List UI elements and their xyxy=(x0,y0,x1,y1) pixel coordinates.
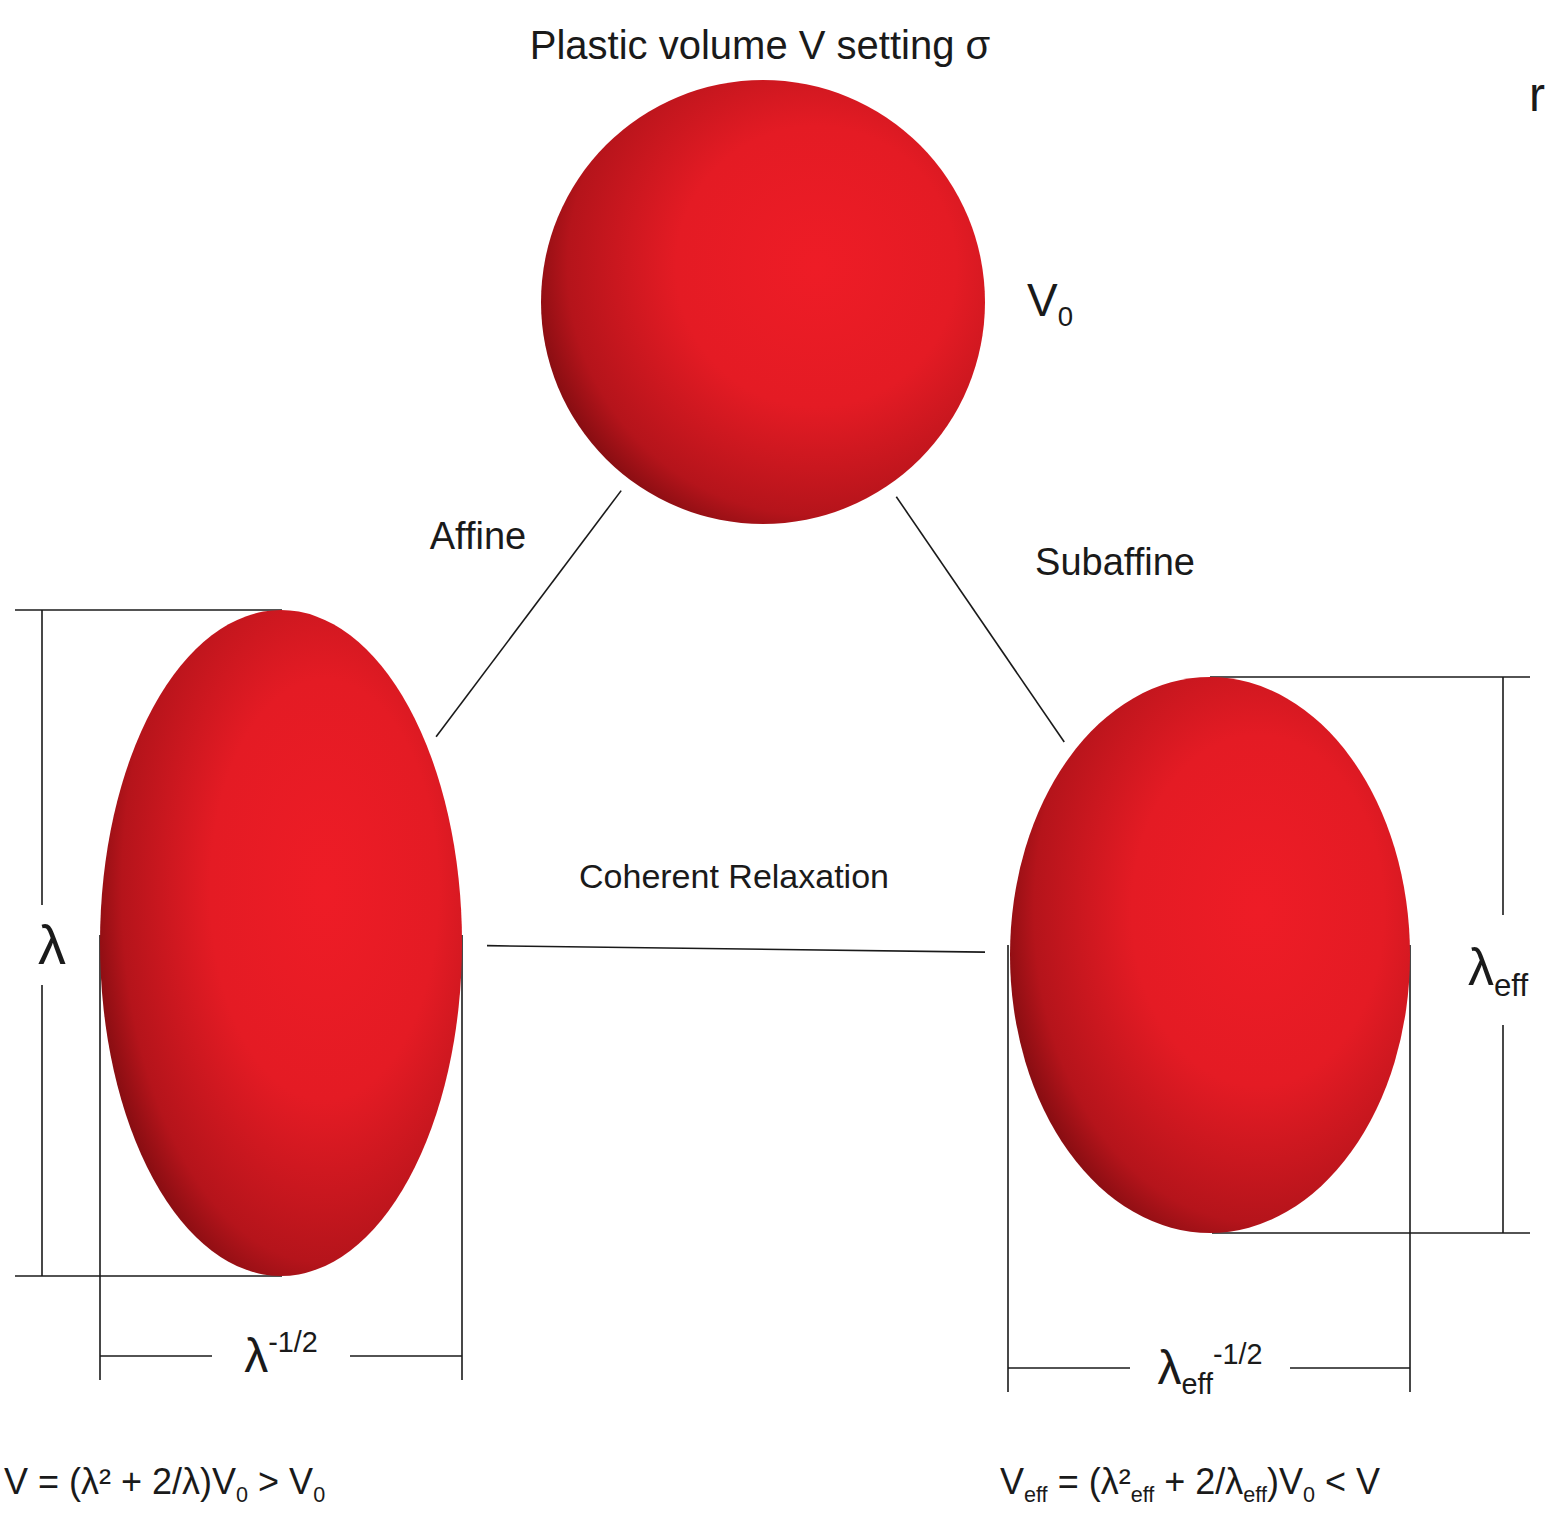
affine-ellipsoid-node: λλ-1/2 xyxy=(100,610,462,1276)
edge-label: Coherent Relaxation xyxy=(579,857,889,896)
volume-formula: V = (λ² + 2/λ)V0 > V0 xyxy=(4,1461,325,1502)
edge-label: Subaffine xyxy=(1035,541,1195,585)
ellipsoid-outline xyxy=(100,610,462,1276)
relation-line xyxy=(896,497,1064,742)
length-dimension: λeff xyxy=(1468,938,1528,998)
volume-formula: Veff = (λ²eff + 2/λeff)V0 < V xyxy=(1000,1461,1380,1502)
edge-label: Affine xyxy=(430,515,526,559)
ellipsoid-outline xyxy=(541,80,985,524)
ellipsoid-body xyxy=(1010,677,1410,1233)
width-dimension: λeff-1/2 xyxy=(1157,1340,1262,1395)
relation-line xyxy=(487,946,985,952)
sphere-node: V0 xyxy=(541,80,985,524)
volume-label: V0 xyxy=(1027,274,1073,327)
dimension-marks xyxy=(15,610,1530,1392)
subaffine-ellipsoid-node: λeffλeff-1/2 xyxy=(1010,677,1410,1233)
width-dimension: λ-1/2 xyxy=(244,1328,318,1383)
diagram-title: Plastic volume V setting σ xyxy=(530,22,990,68)
ellipsoid-outline xyxy=(1010,677,1410,1233)
ellipsoid-body xyxy=(541,80,985,524)
length-dimension: λ xyxy=(38,913,66,977)
cropped-letter: r xyxy=(1529,67,1545,122)
ellipsoid-body xyxy=(100,610,462,1276)
